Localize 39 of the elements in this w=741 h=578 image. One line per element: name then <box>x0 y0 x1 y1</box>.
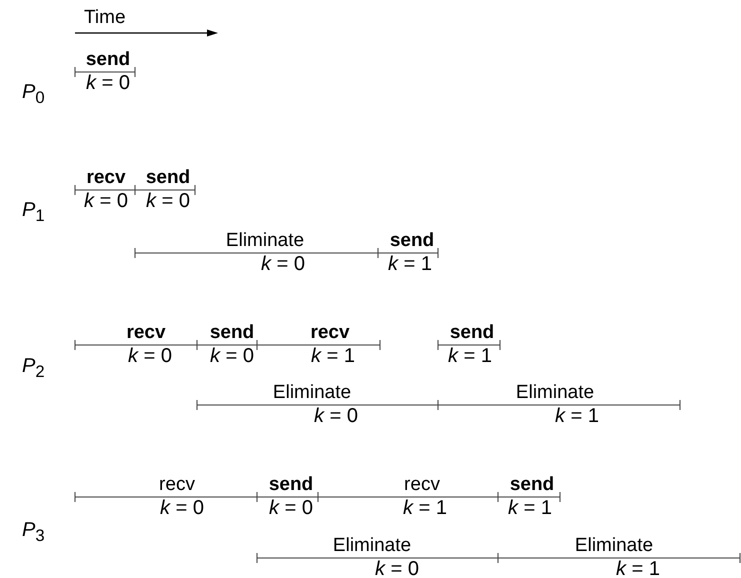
operation-label: send <box>510 475 554 494</box>
operation-label: send <box>210 323 254 342</box>
process-label: P$_{1}$ <box>22 200 45 225</box>
iteration-label: k = 0 <box>160 498 204 518</box>
operation-label: send <box>450 323 494 342</box>
operation-label: Eliminate <box>272 383 352 402</box>
iteration-label: k = 1 <box>311 346 355 366</box>
axis-label: Time <box>84 8 126 27</box>
operation-label: send <box>146 168 190 187</box>
iteration-label: k = 0 <box>261 254 305 274</box>
operation-label: Eliminate <box>574 536 654 555</box>
operation-label: recv <box>126 323 166 342</box>
iteration-label: k = 0 <box>314 406 358 426</box>
iteration-label: k = 1 <box>448 346 492 366</box>
iteration-label: k = 0 <box>86 73 130 93</box>
iteration-label: k = 0 <box>210 346 254 366</box>
operation-label: recv <box>86 168 126 187</box>
iteration-label: k = 1 <box>555 406 599 426</box>
iteration-label: k = 1 <box>388 254 432 274</box>
operation-label: Eliminate <box>516 383 594 402</box>
operation-label: recv <box>310 323 350 342</box>
iteration-label: k = 0 <box>269 498 313 518</box>
operation-label: send <box>86 50 130 69</box>
iteration-label: k = 0 <box>128 346 172 366</box>
process-label: P$_{2}$ <box>22 356 45 381</box>
operation-label: Eliminate <box>226 231 304 250</box>
operation-label: Eliminate <box>332 536 412 555</box>
process-label: P$_{3}$ <box>22 520 45 545</box>
iteration-label: k = 0 <box>84 191 128 211</box>
iteration-label: k = 0 <box>375 559 419 578</box>
iteration-label: k = 0 <box>146 191 190 211</box>
iteration-label: k = 1 <box>508 498 552 518</box>
operation-label: send <box>390 231 434 250</box>
iteration-label: k = 1 <box>616 559 660 578</box>
operation-label: recv <box>159 475 195 494</box>
process-label: P$_{0}$ <box>22 82 45 107</box>
operation-label: recv <box>404 475 440 494</box>
operation-label: send <box>268 475 314 494</box>
iteration-label: k = 1 <box>403 498 447 518</box>
